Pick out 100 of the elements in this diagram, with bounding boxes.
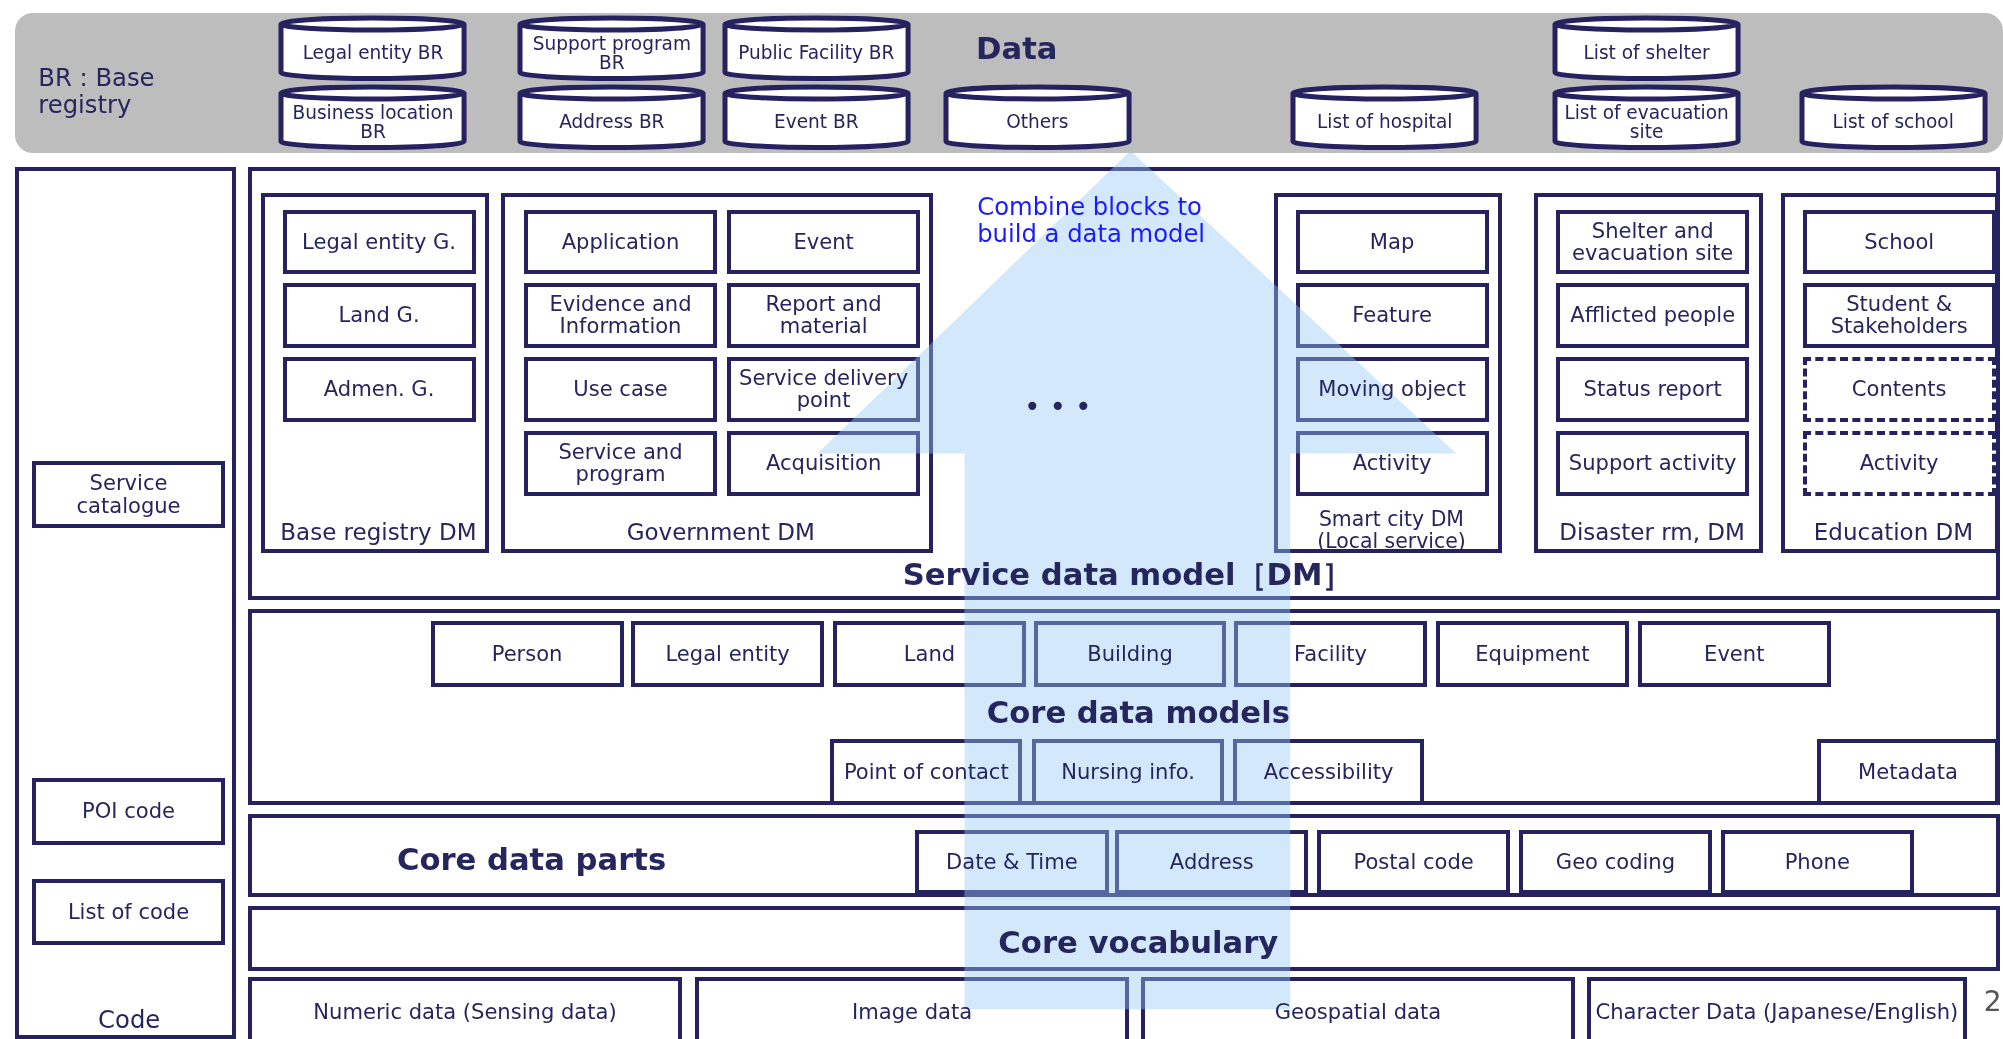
box-label: Activity [1859,452,1939,475]
model-box [1802,209,1996,274]
box-label: Support activity [1568,452,1737,475]
group-title: Core data models [985,696,1291,730]
page-number: 2 [1982,987,2003,1019]
box-label: Application [561,230,680,253]
model-box [1140,977,1576,1039]
model-box [727,356,921,422]
model-box [1033,621,1227,688]
box-label: Activity [1352,452,1432,475]
group-title: Core vocabulary [997,926,1280,960]
database-cylinder [1552,15,1742,82]
box-label: Image data [852,1001,973,1024]
block-arrow [817,150,1457,1010]
model-box [727,282,921,348]
database-cylinder [1552,84,1742,151]
box-label: Report and material [764,293,883,338]
box-label: Facility [1294,643,1368,666]
cylinder-label: Public Facility BR [738,44,895,63]
box-label: Geo coding [1555,851,1676,874]
group-title: Disaster rm, DM [1558,520,1746,546]
box-label: School [1864,230,1935,253]
database-cylinder [1798,84,1988,151]
layer-panel [247,609,2001,805]
ellipsis: • • • [1022,392,1093,424]
database-cylinder [721,15,911,82]
model-box [1435,621,1629,688]
model-group-panel [1534,193,1763,554]
model-box [282,282,476,348]
model-box [282,356,476,422]
model-box [1720,830,1914,895]
box-label: Equipment [1475,643,1590,666]
box-label: Acquisition [765,452,882,475]
box-label: Map [1369,230,1415,253]
model-box [1637,621,1831,688]
box-label: Feature [1352,304,1432,327]
database-cylinder [942,84,1132,151]
model-box [524,209,717,274]
box-label: Admen. G. [323,378,435,401]
model-box [32,461,225,528]
model-box [1317,830,1511,895]
model-box [727,209,921,274]
cylinder-label: Support program BR [531,35,692,72]
model-box [1556,282,1750,348]
model-box [1115,830,1309,895]
model-box [32,778,225,845]
group-title: Government DM [625,520,816,546]
model-group-panel [260,193,490,554]
data-band [15,12,2003,154]
band-title: Data [975,31,1059,66]
model-box [833,621,1026,688]
group-title: Base registry DM [279,520,478,546]
box-label: Geospatial data [1274,1001,1442,1024]
model-box [1295,282,1489,348]
model-box [694,977,1130,1039]
box-label: Metadata [1858,760,1958,783]
database-cylinder [517,84,707,151]
box-label: Date & Time [946,851,1078,874]
model-box [524,430,717,496]
model-box [1556,356,1750,422]
model-box [1802,282,1996,348]
model-box [1234,621,1428,688]
cylinder-label: Legal entity BR [302,44,444,63]
box-label: Afflicted people [1570,304,1736,327]
box-label: Character Data (Japanese/English) [1595,1001,1959,1024]
model-group-panel [500,193,933,554]
cylinder-label: Others [1006,113,1069,132]
band-note: BR : Base registry [38,65,156,119]
box-label: Shelter and evacuation site [1571,219,1735,264]
box-label: Service and program [557,441,684,486]
model-box [524,356,717,422]
box-label: Status report [1583,378,1722,401]
box-label: Moving object [1318,378,1466,401]
database-cylinder [278,84,468,151]
combine-note: Combine blocks to build a data model [977,194,1207,248]
cylinder-label: Business location BR [291,104,455,141]
layer-panel [15,167,237,1039]
model-box [1586,977,1968,1039]
model-box [1295,209,1489,274]
model-box [727,430,921,496]
model-box [430,621,624,688]
cylinder-label: List of evacuation site [1563,104,1730,141]
box-label: POI code [82,800,176,823]
box-label: Person [491,643,563,666]
box-label: Address [1169,851,1254,874]
model-box [32,879,225,946]
database-cylinder [278,15,468,82]
database-cylinder [1290,84,1480,151]
cylinder-label: List of school [1832,113,1954,132]
box-label: Building [1087,643,1173,666]
model-box [1802,356,1996,422]
box-label: Contents [1851,378,1947,401]
database-cylinder [517,15,707,82]
group-title: Service data model［DM］ [901,558,1355,592]
box-label: Land [903,643,956,666]
model-box [914,830,1109,895]
layer-panel [247,905,2001,971]
box-label: Accessibility [1263,760,1394,783]
model-box [1802,430,1996,496]
cylinder-label: List of hospital [1317,113,1453,132]
